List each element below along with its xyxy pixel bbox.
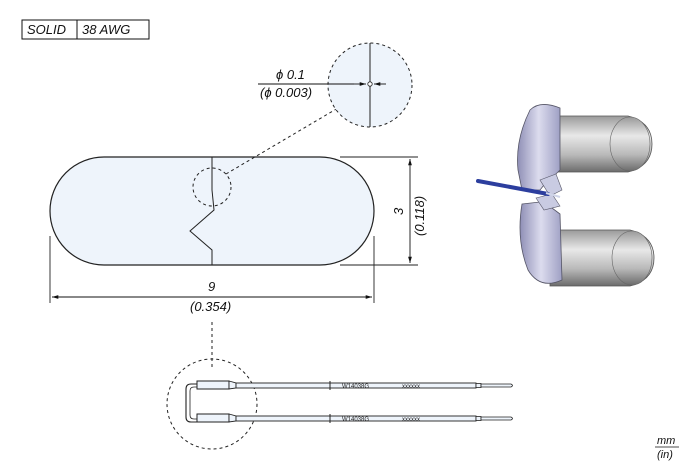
width-in-label: (0.354): [190, 299, 231, 314]
spec-gauge: 38 AWG: [82, 22, 130, 37]
diameter-in-label: (ϕ 0.003): [260, 85, 312, 100]
lower-tip-marking: W14038G: [342, 417, 369, 423]
detail-callout: ϕ 0.1 (ϕ 0.003): [192, 42, 413, 207]
spec-box: SOLID 38 AWG: [21, 19, 150, 40]
upper-tip: W14038G xxxxxx: [196, 380, 513, 390]
wire: [476, 179, 550, 196]
height-in-label: (0.118): [412, 196, 427, 236]
spec-type: SOLID: [27, 22, 66, 37]
upper-tip-texture: xxxxxx: [402, 384, 420, 390]
unit-secondary: (in): [657, 449, 673, 461]
unit-primary: mm: [657, 435, 675, 447]
lower-tip: W14038G xxxxxx: [196, 413, 513, 423]
upper-tip-marking: W14038G: [342, 384, 369, 390]
height-mm-label: 3: [391, 207, 406, 215]
tip-side-view: W14038G xxxxxx W14038G xxxxxx: [166, 358, 513, 450]
width-dimension: 9 (0.354): [49, 236, 375, 314]
units-indicator: mm (in): [655, 435, 679, 461]
blade-profile: [49, 156, 375, 266]
tool-render: [476, 104, 655, 287]
width-mm-label: 9: [208, 279, 215, 294]
lower-tip-texture: xxxxxx: [402, 417, 420, 423]
height-dimension: 3 (0.118): [340, 156, 427, 266]
diameter-mm-label: ϕ 0.1: [276, 67, 305, 82]
